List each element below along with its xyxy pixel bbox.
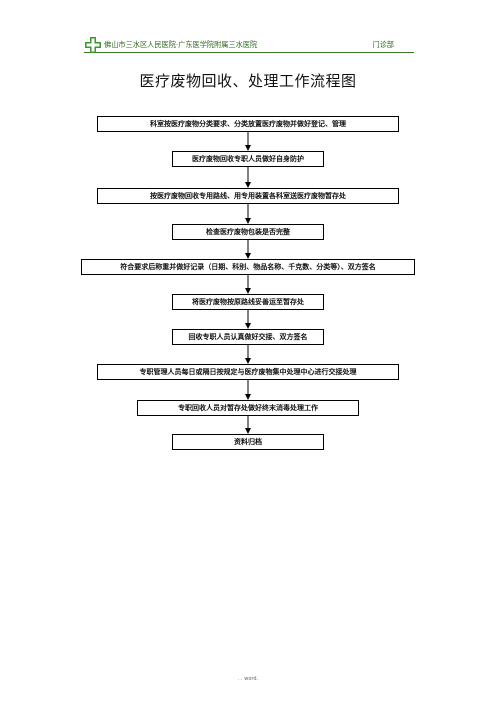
flow-step-4: 检查医疗废物包装是否完整: [172, 224, 324, 240]
flow-arrow-9: [245, 416, 251, 434]
page-title: 医疗废物回收、处理工作流程图: [139, 72, 357, 90]
page-header: 佛山市三水区人民医院·广东医学院附属三水医院 门诊部: [84, 36, 414, 53]
hospital-name: 佛山市三水区人民医院·广东医学院附属三水医院: [104, 40, 258, 49]
flow-arrow-2: [245, 167, 251, 188]
flow-step-7: 回收专职人员认真做好交接、双方签名: [172, 329, 324, 345]
green-cross-logo-icon: [85, 37, 101, 53]
flow-arrow-1: [245, 132, 251, 151]
flow-step-8: 专职管理人员每日或隔日按规定与医疗废物集中处理中心进行交接处理: [97, 364, 399, 380]
flow-arrow-8: [245, 380, 251, 400]
flow-step-5: 符合要求后称重并做好记录（日期、科别、物品名称、千克数、分类等）、双方签名: [81, 259, 415, 275]
flow-step-1: 科室按医疗废物分类要求、分类放置医疗废物并做好登记、管理: [97, 116, 399, 132]
department-name: 门诊部: [372, 40, 394, 49]
page-footer: . . word.: [237, 676, 259, 682]
flow-step-6: 将医疗废物按原路线妥善运至暂存处: [172, 294, 324, 310]
flow-step-10: 资料归档: [172, 434, 324, 450]
flow-arrow-3: [245, 204, 251, 224]
flow-step-2: 医疗废物回收专职人员做好自身防护: [172, 151, 324, 167]
flow-step-9: 专职回收人员对暂存处做好终末消毒处理工作: [137, 400, 359, 416]
flow-arrow-5: [245, 275, 251, 294]
flow-step-3: 按医疗废物回收专用路线、用专用装置各科室送医疗废物暂存处: [97, 188, 399, 204]
flow-arrow-4: [245, 240, 251, 259]
flow-arrow-7: [245, 345, 251, 364]
flow-arrow-6: [245, 310, 251, 329]
